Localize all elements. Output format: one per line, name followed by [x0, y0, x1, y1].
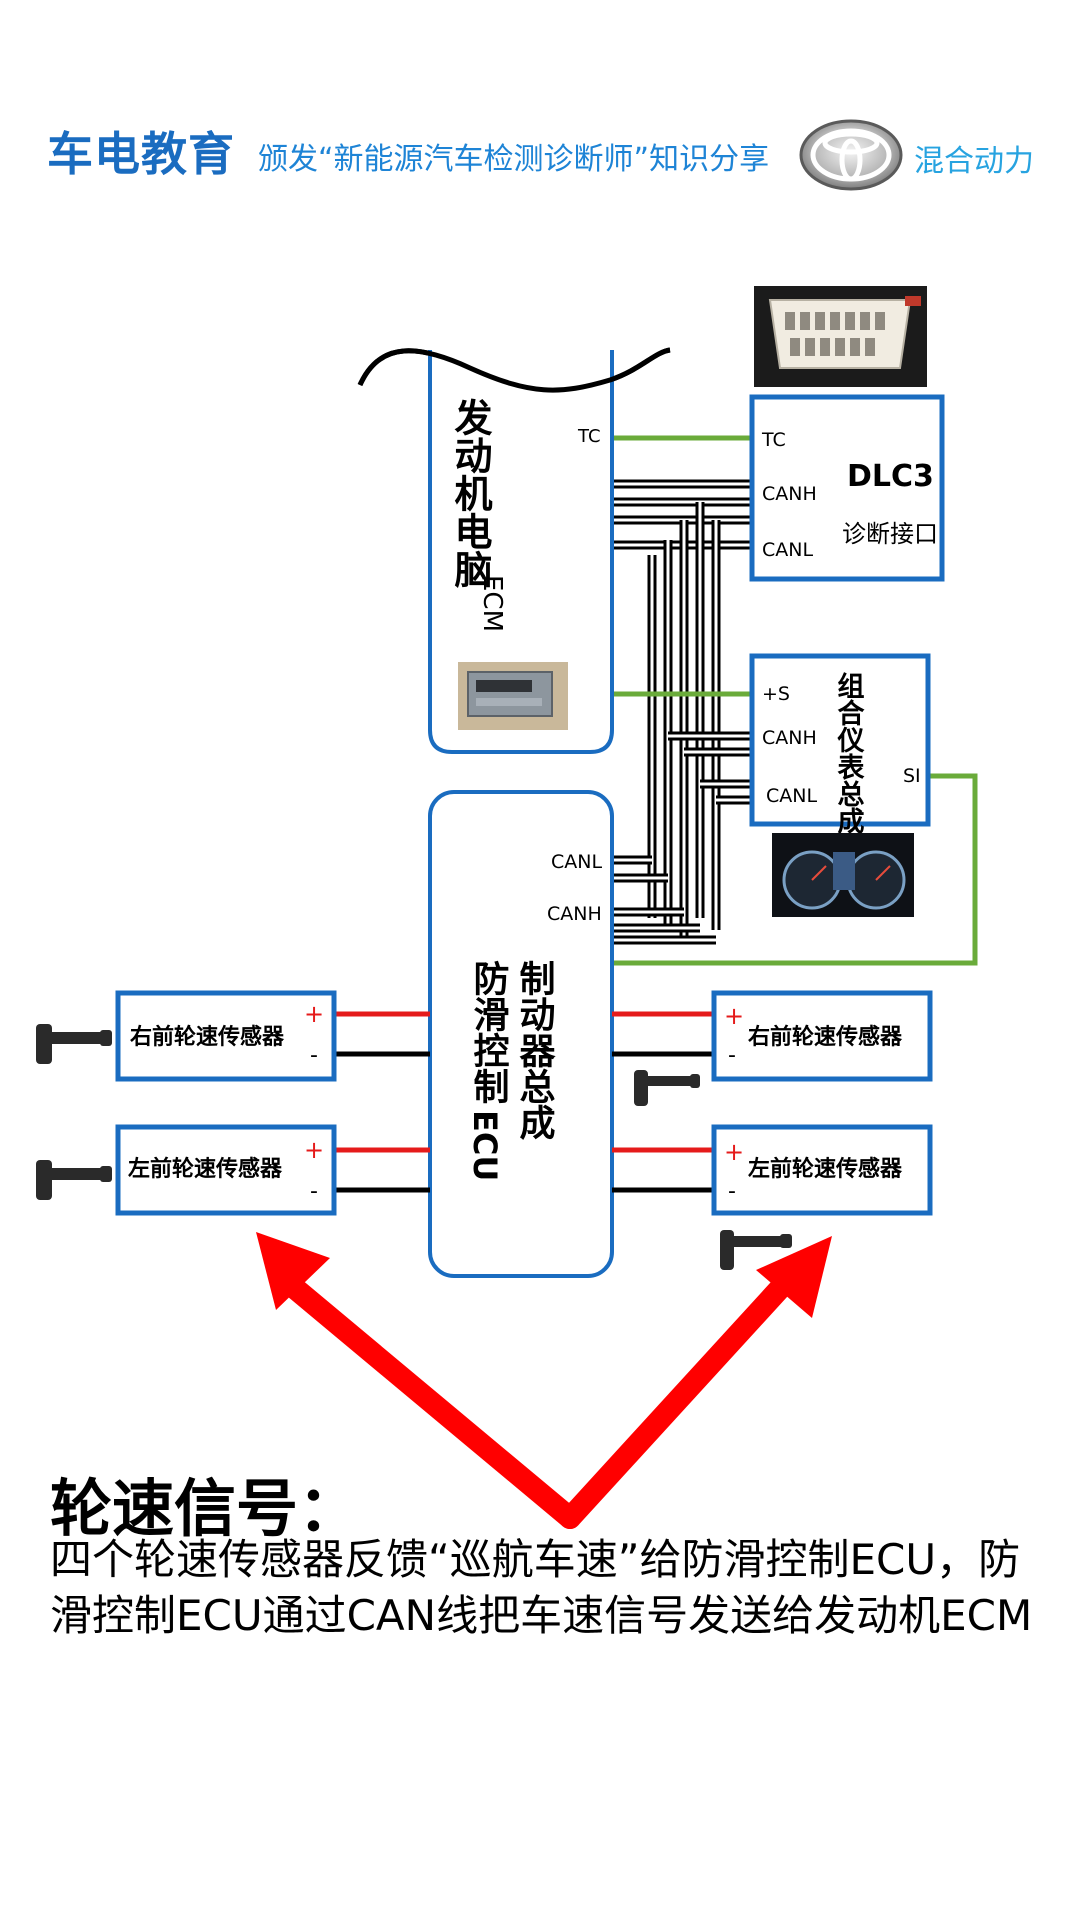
meter-pin-s: +S	[762, 683, 790, 705]
meter-box: 组合仪表总成 +S CANH CANL SI	[749, 653, 931, 917]
dlc3-connector-image	[754, 286, 927, 387]
meter-cluster-image	[772, 833, 914, 917]
sensor-left-bottom-minus: -	[310, 1179, 318, 1204]
sensor-right-bottom-label: 左前轮速传感器	[748, 1156, 903, 1182]
abs-line1: 制动器总成	[514, 960, 556, 1141]
meter-title: 组合仪表总成	[833, 671, 866, 835]
sensor-right-top-label: 右前轮速传感器	[748, 1024, 903, 1050]
header-subtitle: 颁发“新能源汽车检测诊断师”知识分享	[258, 142, 770, 177]
sensor-left-top-plus: +	[304, 1000, 324, 1028]
can-bus-wires	[612, 479, 752, 945]
sensor-right-top: 右前轮速传感器 + -	[711, 990, 933, 1082]
toyota-logo	[799, 119, 903, 191]
ecm-pin-tc: TC	[577, 426, 601, 447]
meter-pin-si: SI	[903, 765, 921, 787]
sensor-right-top-plus: +	[724, 1002, 744, 1030]
abs-line2: 防滑控制	[468, 960, 510, 1104]
note-title: 轮速信号：	[50, 1472, 361, 1545]
sensor-wires	[336, 1011, 714, 1193]
dlc3-title: DLC3	[847, 459, 934, 494]
dlc3-box: DLC3 诊断接口 TC CANH CANL	[749, 286, 945, 582]
brand-title: 车电教育	[47, 127, 235, 181]
sensor-left-top-minus: -	[310, 1043, 318, 1068]
abs-line2-code: ECU	[466, 1110, 504, 1181]
dlc3-subtitle: 诊断接口	[842, 520, 938, 548]
sensor-left-bottom: 左前轮速传感器 + -	[115, 1124, 337, 1216]
wheel-sensor-image-3	[634, 1070, 700, 1106]
sensor-left-top-label: 右前轮速传感器	[130, 1024, 285, 1050]
signal-arrows	[256, 1232, 832, 1529]
green-wires	[612, 435, 978, 966]
dlc3-pin-tc: TC	[761, 429, 786, 451]
sensor-left-top: 右前轮速传感器 + -	[115, 990, 337, 1082]
note-body: 四个轮速传感器反馈“巡航车速”给防滑控制ECU，防滑控制ECU通过CAN线把车速…	[50, 1535, 1033, 1640]
wheel-sensor-image-4	[720, 1230, 792, 1270]
sensor-left-bottom-plus: +	[304, 1136, 324, 1164]
si-wire	[612, 773, 978, 966]
wheel-sensor-image-2	[36, 1160, 112, 1200]
abs-pin-canh: CANH	[547, 903, 602, 925]
abs-ecu-box: 制动器总成 防滑控制 ECU CANL CANH	[428, 790, 614, 1278]
sensor-right-bottom-minus: -	[728, 1179, 736, 1204]
ecm-box: 发动机电脑 ECM TC	[357, 347, 671, 754]
sensor-right-top-minus: -	[728, 1043, 736, 1068]
dlc3-pin-canl: CANL	[762, 539, 813, 561]
wheel-sensor-image-1	[36, 1024, 112, 1064]
meter-pin-canh: CANH	[762, 727, 817, 749]
abs-pin-canl: CANL	[551, 851, 602, 873]
sensor-right-bottom: 左前轮速传感器 + -	[711, 1124, 933, 1216]
sensor-right-bottom-plus: +	[724, 1138, 744, 1166]
hybrid-label: 混合动力	[914, 144, 1034, 179]
sensor-left-bottom-label: 左前轮速传感器	[128, 1156, 283, 1182]
ecm-title: 发动机电脑	[448, 398, 492, 589]
ecm-code: ECM	[477, 575, 507, 632]
ecm-module-image	[458, 662, 568, 730]
dlc3-pin-canh: CANH	[762, 483, 817, 505]
meter-pin-canl: CANL	[766, 785, 817, 807]
